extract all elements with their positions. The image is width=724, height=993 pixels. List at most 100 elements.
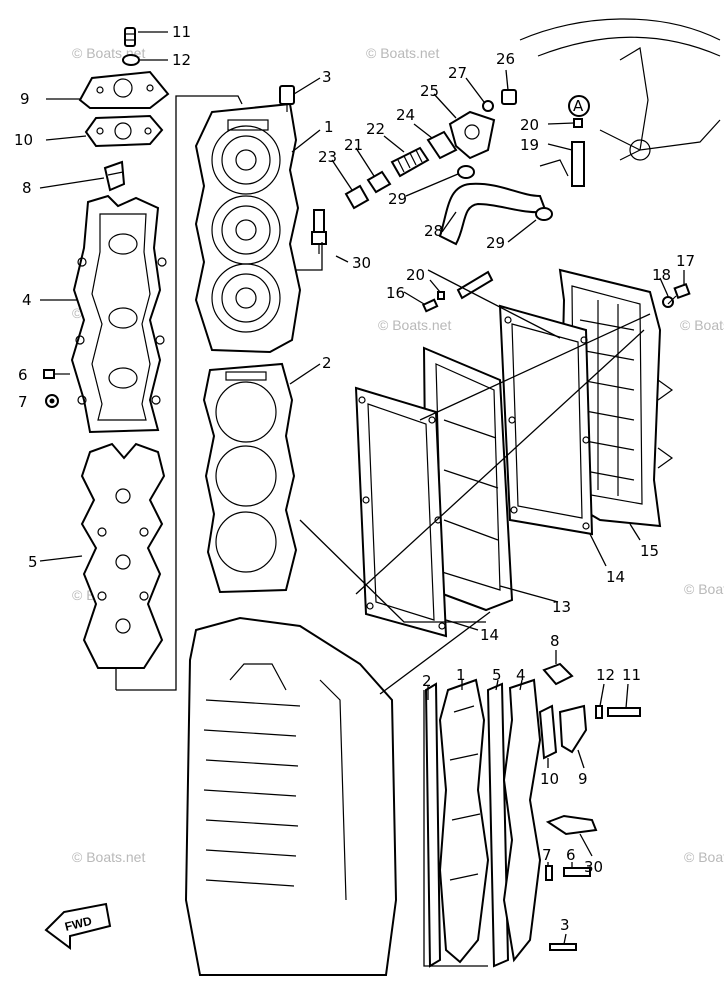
side-spark-plug-30 xyxy=(545,814,598,836)
callout-14-right: 14 xyxy=(606,568,625,586)
callout-20-mid: 20 xyxy=(406,266,425,284)
leader-lines xyxy=(39,31,685,945)
watermark: © Boats.net xyxy=(684,581,724,597)
gasket-14-left xyxy=(354,386,448,638)
callout-17: 17 xyxy=(676,252,695,270)
plug-3 xyxy=(279,85,295,112)
water-cover-9 xyxy=(78,70,170,109)
watermark: © Boats.net xyxy=(366,45,439,61)
washer-12 xyxy=(122,54,140,66)
side-callout-6: 6 xyxy=(566,846,576,864)
callout-1: 1 xyxy=(324,118,334,136)
side-callout-9: 9 xyxy=(578,770,588,788)
gasket-5 xyxy=(80,442,166,669)
side-callout-7: 7 xyxy=(542,846,552,864)
side-gasket-2 xyxy=(424,682,442,968)
side-plug-3 xyxy=(549,943,577,951)
side-cover-9 xyxy=(558,704,588,754)
callout-28: 28 xyxy=(424,222,443,240)
callout-24: 24 xyxy=(396,106,415,124)
side-bolt-11 xyxy=(607,707,641,717)
reference-outline-a xyxy=(519,18,721,161)
callout-23: 23 xyxy=(318,148,337,166)
side-head-1 xyxy=(438,678,490,964)
washer-7 xyxy=(45,394,59,408)
exhaust-cover-4 xyxy=(70,194,167,434)
callout-30: 30 xyxy=(352,254,371,272)
gasket-24 xyxy=(426,130,458,160)
fitting-26 xyxy=(501,89,517,105)
assembly-bracket xyxy=(116,95,243,691)
callout-20-top: 20 xyxy=(520,116,539,134)
callout-21: 21 xyxy=(344,136,363,154)
spring-22 xyxy=(390,146,430,178)
side-callout-2: 2 xyxy=(422,672,432,690)
side-gasket-10 xyxy=(538,704,558,760)
pin-20-mid xyxy=(437,291,445,300)
side-washer-7 xyxy=(545,865,553,881)
side-callout-8: 8 xyxy=(550,632,560,650)
cap-23 xyxy=(344,184,370,210)
washer-18 xyxy=(662,296,674,308)
side-callout-3: 3 xyxy=(560,916,570,934)
callout-5: 5 xyxy=(28,553,38,571)
callout-15: 15 xyxy=(640,542,659,560)
callout-19: 19 xyxy=(520,136,539,154)
side-washer-12 xyxy=(595,705,603,719)
callout-2: 2 xyxy=(322,354,332,372)
side-callout-4: 4 xyxy=(516,666,526,684)
side-bolt-6 xyxy=(563,867,591,877)
callout-29-bottom: 29 xyxy=(486,234,505,252)
side-callout-12: 12 xyxy=(596,666,615,684)
gasket-10 xyxy=(84,114,164,148)
callout-7: 7 xyxy=(18,393,28,411)
callout-8: 8 xyxy=(22,179,32,197)
callout-10: 10 xyxy=(14,131,33,149)
side-cover-4 xyxy=(502,678,542,963)
watermark: © Boats.net xyxy=(684,849,724,865)
callout-6: 6 xyxy=(18,366,28,384)
clamp-29-bottom xyxy=(535,207,553,221)
thermostat-8 xyxy=(103,160,126,192)
bolt-11 xyxy=(124,27,136,47)
bolt-6 xyxy=(43,369,70,379)
side-callout-10: 10 xyxy=(540,770,559,788)
side-thermostat-8 xyxy=(542,662,574,686)
cylinder-block xyxy=(184,616,398,976)
callout-22: 22 xyxy=(366,120,385,138)
bolt-17 xyxy=(667,282,691,305)
side-gasket-5 xyxy=(486,682,510,968)
pin-16 xyxy=(421,298,439,313)
cylinder-head-1 xyxy=(194,102,302,354)
callout-26: 26 xyxy=(496,50,515,68)
watermark: © Boats.net xyxy=(680,317,724,333)
side-callout-11: 11 xyxy=(622,666,641,684)
side-bracket xyxy=(423,690,488,967)
head-gasket-2 xyxy=(202,362,298,594)
callout-12: 12 xyxy=(172,51,191,69)
pin-20-top xyxy=(573,118,583,128)
stud-arrows xyxy=(657,379,674,469)
fwd-label: FWD xyxy=(63,914,93,934)
callout-11: 11 xyxy=(172,23,191,41)
circle-ref-label: A xyxy=(573,97,584,115)
callout-27: 27 xyxy=(448,64,467,82)
pipe-19 xyxy=(539,141,585,187)
hose-28 xyxy=(438,182,548,246)
callout-18: 18 xyxy=(652,266,671,284)
callout-9: 9 xyxy=(20,90,30,108)
callout-3: 3 xyxy=(322,68,332,86)
watermark: © Boats.net xyxy=(72,849,145,865)
spark-plug-30-top xyxy=(311,209,327,254)
callout-16: 16 xyxy=(386,284,405,302)
clamp-29-top xyxy=(457,165,475,179)
callout-labels: 11 12 9 10 8 4 6 7 5 3 1 30 2 26 27 2 5 2… xyxy=(14,23,695,934)
side-callout-30: 30 xyxy=(584,858,603,876)
side-callout-5: 5 xyxy=(492,666,502,684)
callout-4: 4 xyxy=(22,291,32,309)
side-callout-1: 1 xyxy=(456,666,466,684)
pipe-link xyxy=(456,270,494,300)
callout-14-left: 14 xyxy=(480,626,499,644)
valve-21 xyxy=(366,170,392,194)
